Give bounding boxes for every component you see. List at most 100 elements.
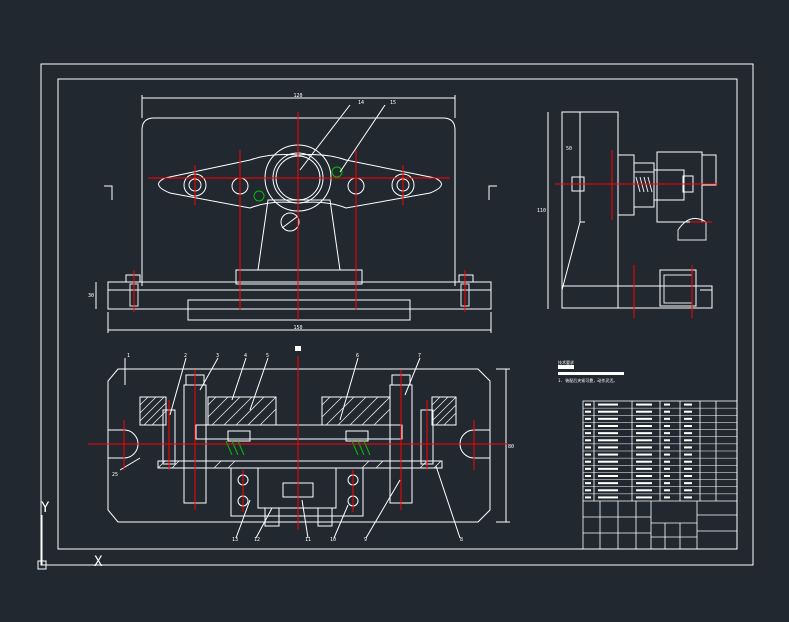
plan-balloon-9: 9 xyxy=(364,537,367,543)
parts-cell-text xyxy=(664,496,670,499)
parts-cell-text xyxy=(598,410,618,413)
parts-cell-text xyxy=(664,460,670,463)
parts-cell-text xyxy=(684,439,692,442)
parts-cell-text xyxy=(664,417,670,420)
parts-cell-text xyxy=(664,482,670,485)
parts-cell-text xyxy=(598,496,618,499)
parts-cell-text xyxy=(585,467,591,470)
parts-cell-text xyxy=(636,417,652,420)
side-view[interactable] xyxy=(547,111,717,309)
parts-cell-text xyxy=(585,460,591,463)
plan-title-mark xyxy=(295,346,301,351)
parts-cell-text xyxy=(636,432,652,435)
parts-cell-text xyxy=(585,446,591,449)
plan-balloon-6: 6 xyxy=(356,353,359,359)
inner-frame xyxy=(57,78,738,550)
plan-balloon-13: 13 xyxy=(232,537,238,543)
parts-cell-text xyxy=(636,410,652,413)
plan-balloon-12: 12 xyxy=(254,537,260,543)
plan-view-springs xyxy=(225,440,371,456)
parts-cell-text xyxy=(664,446,670,449)
parts-cell-text xyxy=(636,467,652,470)
parts-cell-text xyxy=(585,439,591,442)
parts-cell-text xyxy=(598,425,618,427)
parts-cell-text xyxy=(684,460,692,463)
parts-cell-text xyxy=(664,425,670,427)
notes-line-bar xyxy=(558,372,624,375)
parts-cell-text xyxy=(585,403,591,406)
parts-cell-text xyxy=(598,432,618,435)
parts-cell-text xyxy=(598,417,618,420)
parts-cell-text xyxy=(636,496,652,499)
plan-balloon-1: 1 xyxy=(127,353,130,359)
parts-cell-text xyxy=(598,482,618,485)
parts-cell-text xyxy=(684,417,692,420)
ucs-axis-icon xyxy=(37,515,90,570)
parts-cell-text xyxy=(684,403,692,406)
parts-cell-text xyxy=(664,403,670,406)
parts-cell-text xyxy=(684,432,692,435)
parts-cell-text xyxy=(585,410,591,413)
plan-balloon-5: 5 xyxy=(266,353,269,359)
parts-cell-text xyxy=(636,460,652,463)
parts-cell-text xyxy=(585,496,591,499)
parts-cell-text xyxy=(585,475,591,477)
plan-balloon-2: 2 xyxy=(184,353,187,359)
parts-cell-text xyxy=(585,482,591,485)
parts-cell-text xyxy=(684,453,692,456)
side-dim-upper: 50 xyxy=(566,146,572,152)
plan-dim-right: 80 xyxy=(508,444,514,450)
side-view-spring xyxy=(634,171,654,193)
parts-cell-text xyxy=(598,453,618,456)
parts-cell-text xyxy=(636,475,652,477)
parts-cell-text xyxy=(585,489,591,492)
side-view-centerlines xyxy=(555,150,718,318)
parts-cell-text xyxy=(684,467,692,470)
parts-cell-text xyxy=(664,489,670,492)
plan-balloon-4: 4 xyxy=(244,353,247,359)
notes-heading-bar xyxy=(558,365,574,369)
ucs-x-label: X xyxy=(94,554,103,570)
parts-cell-text xyxy=(598,467,618,470)
parts-cell-text xyxy=(684,446,692,449)
front-view[interactable] xyxy=(95,95,497,333)
parts-cell-text xyxy=(664,467,670,470)
parts-cell-text xyxy=(664,410,670,413)
parts-cell-text xyxy=(585,425,591,427)
parts-cell-text xyxy=(636,489,652,492)
parts-cell-text xyxy=(636,482,652,485)
plan-view[interactable] xyxy=(107,357,510,539)
parts-cell-text xyxy=(585,432,591,435)
front-balloon-15: 15 xyxy=(390,100,396,106)
front-dim-top: 120 xyxy=(293,93,302,99)
parts-list-table[interactable] xyxy=(582,400,738,550)
parts-cell-text xyxy=(636,453,652,456)
notes-heading: 技术要求 xyxy=(558,359,574,365)
parts-cell-text xyxy=(598,403,618,406)
parts-cell-text xyxy=(684,489,692,492)
parts-cell-text xyxy=(598,489,618,492)
ucs-y-label: Y xyxy=(41,500,50,516)
plan-balloon-8: 8 xyxy=(460,537,463,543)
parts-cell-text xyxy=(585,417,591,420)
notes-line-1: 1. 装配后夹紧可靠，动作灵活。 xyxy=(558,377,617,383)
parts-cell-text xyxy=(636,446,652,449)
parts-cell-text xyxy=(664,453,670,456)
parts-cell-text xyxy=(598,475,618,477)
parts-cell-text xyxy=(684,425,692,427)
outer-border xyxy=(40,63,754,566)
side-dim-height: 110 xyxy=(537,208,546,214)
parts-cell-text xyxy=(598,460,618,463)
parts-cell-text xyxy=(684,496,692,499)
plan-balloon-10: 10 xyxy=(330,537,336,543)
parts-cell-text xyxy=(664,475,670,477)
parts-cell-text xyxy=(598,446,618,449)
plan-view-centerlines xyxy=(88,356,508,530)
plan-balloon-7: 7 xyxy=(418,353,421,359)
parts-cell-text xyxy=(636,425,652,427)
parts-cell-text xyxy=(664,432,670,435)
parts-cell-text xyxy=(684,410,692,413)
front-dim-left: 30 xyxy=(88,293,94,299)
plan-dim-left: 25 xyxy=(112,472,118,478)
